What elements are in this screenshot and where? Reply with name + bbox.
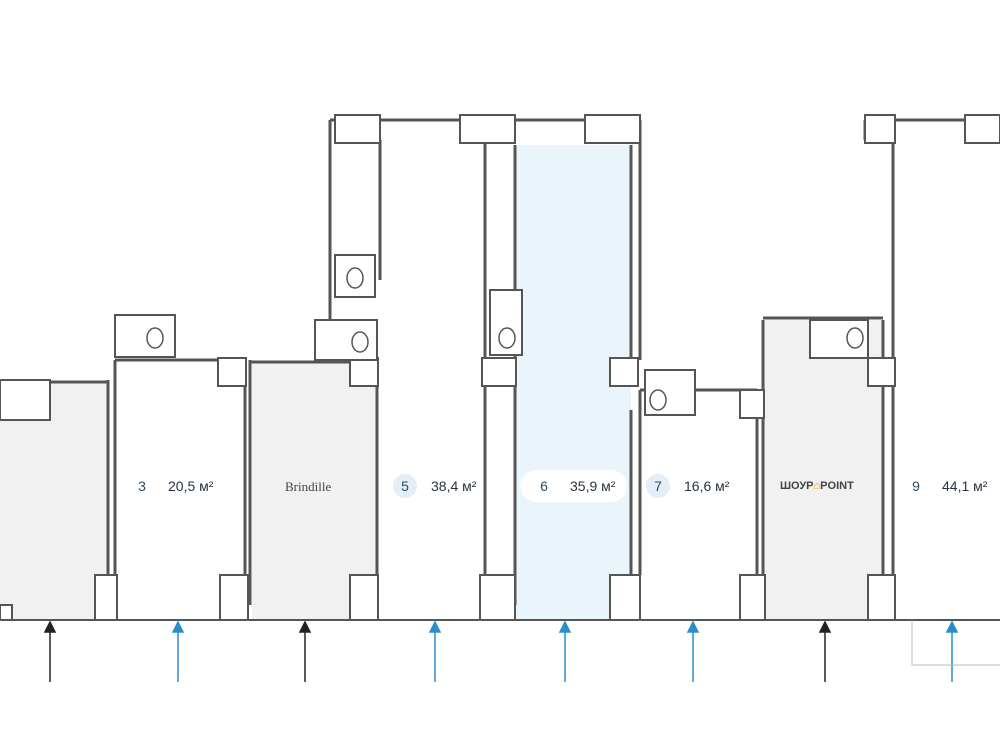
unit-6-label[interactable]: 6 35,9 м² <box>520 470 628 502</box>
unit-number: 3 <box>138 478 146 494</box>
unit-number: 7 <box>646 474 670 498</box>
unit-area: 44,1 м² <box>942 478 988 494</box>
tenant-shop-logo: ШОУР⌂POINT <box>780 480 854 492</box>
unit-number: 5 <box>393 474 417 498</box>
logo-text-left: ШОУР <box>780 480 814 492</box>
unit-9-label[interactable]: 9 44,1 м² <box>904 474 987 498</box>
unit-area: 35,9 м² <box>570 478 616 494</box>
unit-7-label[interactable]: 7 16,6 м² <box>646 474 729 498</box>
unit-area: 38,4 м² <box>431 478 477 494</box>
entrance-arrows <box>43 620 959 682</box>
house-icon: ⌂ <box>813 480 821 492</box>
logo-text-right: POINT <box>820 480 854 492</box>
tenant-brindille-logo: Brindille <box>285 479 332 494</box>
unit-number: 9 <box>912 478 920 494</box>
unit-shop-fill <box>763 320 883 620</box>
unit-1-fill <box>0 382 108 620</box>
unit-area: 20,5 м² <box>168 478 214 494</box>
unit-area: 16,6 м² <box>684 478 730 494</box>
unit-number: 6 <box>540 478 548 494</box>
unit-3-label[interactable]: 3 20,5 м² <box>130 474 213 498</box>
unit-5-label[interactable]: 5 38,4 м² <box>393 474 476 498</box>
